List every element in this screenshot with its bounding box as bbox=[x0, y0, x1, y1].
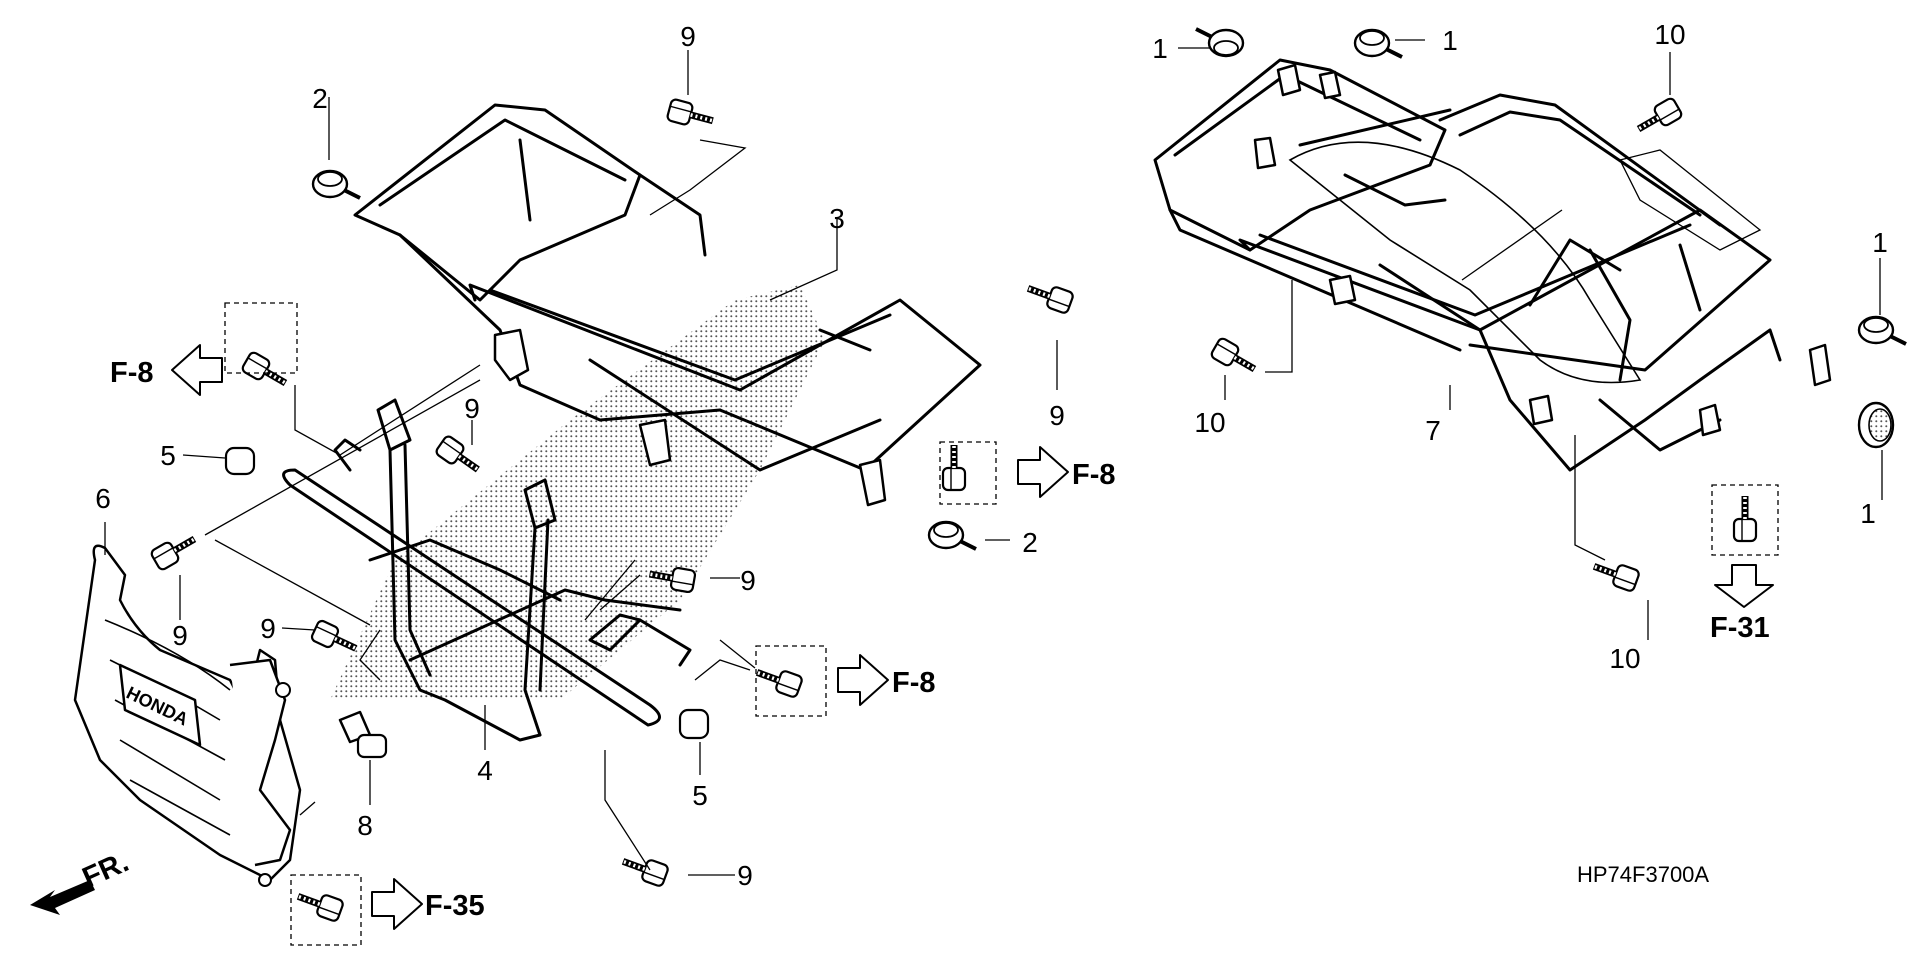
bolt-icon bbox=[943, 445, 965, 490]
grommet-icon bbox=[1194, 27, 1245, 58]
reference-label: F-31 bbox=[1710, 612, 1770, 644]
bolt-icon bbox=[1633, 97, 1683, 139]
bolt-icon bbox=[1734, 496, 1756, 541]
front-carrier-frame bbox=[353, 103, 982, 507]
reference-label: F-8 bbox=[1072, 459, 1116, 491]
part-number-label: 2 bbox=[1022, 527, 1038, 558]
grommet-icon bbox=[927, 520, 978, 551]
detail-box bbox=[755, 645, 827, 717]
bolt-icon bbox=[241, 351, 291, 393]
bolt-icon bbox=[150, 529, 200, 571]
ref-arrow-right-icon bbox=[1017, 446, 1069, 498]
bolt-icon bbox=[435, 435, 484, 479]
part-number-label: 4 bbox=[477, 755, 493, 786]
part-number-label: 10 bbox=[1609, 643, 1640, 674]
bolt-icon bbox=[1590, 556, 1640, 592]
reference-label: F-35 bbox=[425, 890, 485, 922]
cap-plug bbox=[224, 446, 710, 740]
ref-arrow-down-icon bbox=[1714, 564, 1774, 608]
part-number-label: 6 bbox=[95, 483, 111, 514]
ref-arrow-right-icon bbox=[837, 654, 889, 706]
detail-box bbox=[1711, 484, 1779, 556]
part-number-label: 1 bbox=[1152, 33, 1168, 64]
front-bumper bbox=[282, 398, 682, 742]
ref-arrow-right-icon bbox=[371, 878, 423, 930]
part-number-label: 1 bbox=[1872, 227, 1888, 258]
front-grille: HONDA bbox=[73, 544, 302, 887]
part-number-label: 1 bbox=[1442, 25, 1458, 56]
part-number-label: 10 bbox=[1194, 407, 1225, 438]
part-number-label: 1 bbox=[1860, 498, 1876, 529]
diagram-code: HP74F3700A bbox=[1577, 862, 1709, 887]
bolt-icon bbox=[1024, 278, 1074, 314]
ref-arrow-left-icon bbox=[171, 344, 223, 396]
detail-box bbox=[939, 441, 997, 505]
part-number-label: 9 bbox=[740, 565, 756, 596]
part-number-label: 9 bbox=[1049, 400, 1065, 431]
grommet-icon bbox=[311, 169, 362, 200]
grommet-icon bbox=[1857, 315, 1908, 346]
part-number-label: 9 bbox=[172, 620, 188, 651]
bolt-icon bbox=[294, 886, 344, 922]
detail-box bbox=[224, 302, 298, 374]
rear-carrier-group bbox=[1153, 27, 1908, 640]
trim-clip bbox=[338, 710, 388, 759]
detail-box bbox=[290, 874, 362, 946]
part-number-label: 3 bbox=[829, 203, 845, 234]
part-number-label: 8 bbox=[357, 810, 373, 841]
part-number-label: 9 bbox=[737, 860, 753, 891]
bolt-icon bbox=[619, 851, 669, 887]
reference-label: F-8 bbox=[892, 667, 936, 699]
grommet-icon bbox=[1857, 401, 1895, 449]
callout-labels: 2 9 3 9 2 9 5 6 9 9 9 8 4 5 9 1 1 10 1 1… bbox=[95, 19, 1888, 922]
bolt-icon bbox=[667, 99, 716, 132]
part-number-label: 2 bbox=[312, 83, 328, 114]
rear-fender-outline bbox=[1288, 141, 1642, 384]
rear-carrier-frame bbox=[1153, 58, 1832, 472]
part-number-label: 5 bbox=[692, 780, 708, 811]
part-number-label: 10 bbox=[1654, 19, 1685, 50]
reference-label: F-8 bbox=[110, 357, 154, 389]
part-number-label: 9 bbox=[464, 393, 480, 424]
front-carrier-group: HONDA FR. bbox=[30, 50, 1074, 946]
part-number-label: 9 bbox=[680, 21, 696, 52]
front-direction-arrow: FR. bbox=[30, 846, 134, 915]
grommet-icon bbox=[1353, 28, 1404, 59]
part-number-label: 7 bbox=[1425, 415, 1441, 446]
part-number-label: 5 bbox=[160, 440, 176, 471]
bolt-icon bbox=[753, 662, 803, 698]
part-number-label: 9 bbox=[260, 613, 276, 644]
shaded-pan bbox=[330, 285, 825, 700]
bolt-icon bbox=[1210, 337, 1260, 379]
